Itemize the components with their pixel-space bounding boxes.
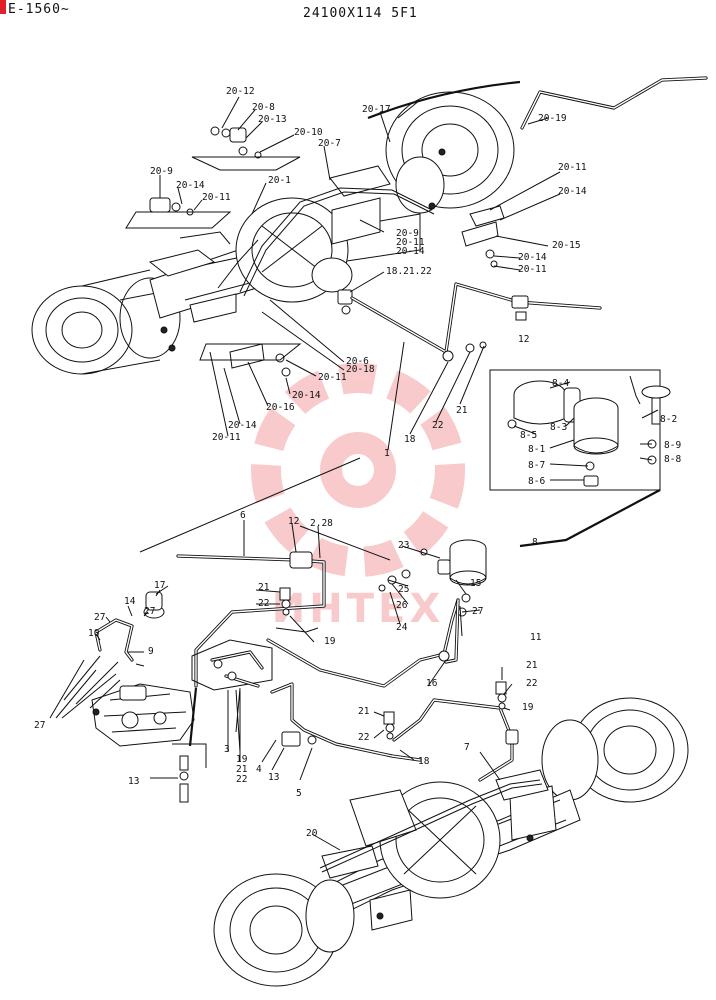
- part-label: 16: [426, 678, 438, 689]
- connector-8: [519, 489, 661, 548]
- part-label: 9: [148, 646, 154, 657]
- part-label: 20-14: [396, 246, 425, 257]
- part-label: 18: [418, 756, 430, 767]
- part-label: 22: [358, 732, 369, 743]
- part-label: 20-1: [268, 175, 291, 186]
- part-label: 20-11: [202, 192, 231, 203]
- part-label: 27: [144, 606, 155, 617]
- part-label: 8-3: [550, 422, 567, 433]
- header-center-code: 24100X114 5F1: [303, 6, 418, 21]
- lower-axle-drawing: [213, 697, 689, 987]
- part-label: 10: [88, 628, 100, 639]
- part-label: 20-11: [518, 264, 547, 275]
- leader-lines: [95, 96, 659, 851]
- part-label: 8-6: [528, 476, 545, 487]
- part-label: 8-7: [528, 460, 545, 471]
- part-label: 20-13: [258, 114, 287, 125]
- part-label: 20-11: [212, 432, 241, 443]
- part-label: 8: [532, 537, 538, 548]
- part-label: 8-5: [520, 430, 537, 441]
- part-label: 1: [384, 448, 390, 459]
- part-label: 6: [240, 510, 246, 521]
- part-label: 20-7: [318, 138, 341, 149]
- part-label: 21: [456, 405, 468, 416]
- part-label: 20-14: [292, 390, 321, 401]
- left-pump-assembly: [63, 585, 273, 747]
- header-left-code: E-1560~: [8, 2, 70, 17]
- part-label: 3: [224, 744, 230, 755]
- part-label: 20: [306, 828, 318, 839]
- part-label: 27: [34, 720, 45, 731]
- part-label: 12: [518, 334, 529, 345]
- part-label: 8-9: [664, 440, 681, 451]
- part-label: 22: [526, 678, 537, 689]
- part-labels: 20-12 20-8 20-13 20-10 20-17 20-19 20-7 …: [34, 86, 681, 839]
- part-label: 12: [288, 516, 299, 527]
- part-label: 20-14: [558, 186, 587, 197]
- part-label: 11: [530, 632, 542, 643]
- part-label: 20-11: [396, 237, 425, 248]
- part-label: 8-8: [664, 454, 681, 465]
- part-label: 8-4: [552, 378, 569, 389]
- part-label: 20-10: [294, 127, 323, 138]
- part-label: 15: [470, 578, 481, 589]
- part-label: 20-9: [150, 166, 173, 177]
- part-label: 22: [258, 598, 269, 609]
- part-label: 21: [526, 660, 538, 671]
- part-label: 19: [324, 636, 336, 647]
- part-label: 21: [358, 706, 370, 717]
- part-label: 19: [236, 754, 248, 765]
- header: E-1560~ 24100X114 5F1: [0, 0, 418, 21]
- part-label: 23: [398, 540, 409, 551]
- part-label: 20-14: [518, 252, 547, 263]
- part-label: 25: [398, 584, 409, 595]
- part-label: 19: [522, 702, 534, 713]
- part-label: 20-11: [318, 372, 347, 383]
- part-label: 20-9: [396, 228, 419, 239]
- upper-axle-drawing: [31, 91, 515, 375]
- component-8-group: [489, 369, 671, 491]
- part-label: 27: [472, 606, 483, 617]
- middle-piping: [139, 457, 487, 688]
- part-label: 20-15: [552, 240, 581, 251]
- part-label: 21: [258, 582, 270, 593]
- part-label: 8-1: [528, 444, 545, 455]
- part-label: 20-14: [176, 180, 205, 191]
- part-label: 20-11: [558, 162, 587, 173]
- part-label: 24: [396, 622, 408, 633]
- part-label: 27: [94, 612, 105, 623]
- part-label: 21: [236, 764, 248, 775]
- part-label: 7: [464, 742, 470, 753]
- part-label: 4: [256, 764, 262, 775]
- part-label: 20-12: [226, 86, 255, 97]
- upper-components: [125, 76, 708, 377]
- part-label: 14: [124, 596, 136, 607]
- part-label: 20-14: [228, 420, 257, 431]
- part-label: 13: [128, 776, 139, 787]
- watermark-logo: ИНТЕХ: [251, 363, 465, 632]
- part-label: 13: [268, 772, 279, 783]
- part-label: 20-19: [538, 113, 567, 124]
- leader-3: [188, 687, 198, 747]
- part-label: 17: [154, 580, 165, 591]
- bolt-13-left: [179, 755, 189, 803]
- part-label: 18.21.22: [386, 266, 432, 277]
- part-label: 20-18: [346, 364, 375, 375]
- part-label: 20-16: [266, 402, 295, 413]
- leader-27-fan: [49, 659, 117, 719]
- part-label: 5: [296, 788, 302, 799]
- part-label: 2.28: [310, 518, 333, 529]
- lower-piping: [270, 598, 519, 782]
- part-label: 26: [396, 600, 408, 611]
- part-label: 20-17: [362, 104, 391, 115]
- part-label: 18: [404, 434, 416, 445]
- part-label: 20-8: [252, 102, 275, 113]
- part-label: 22: [432, 420, 443, 431]
- part-label: 8-2: [660, 414, 677, 425]
- corner-mark: [0, 0, 6, 14]
- part-label: 20-6: [346, 356, 369, 367]
- part-label: 22: [236, 774, 247, 785]
